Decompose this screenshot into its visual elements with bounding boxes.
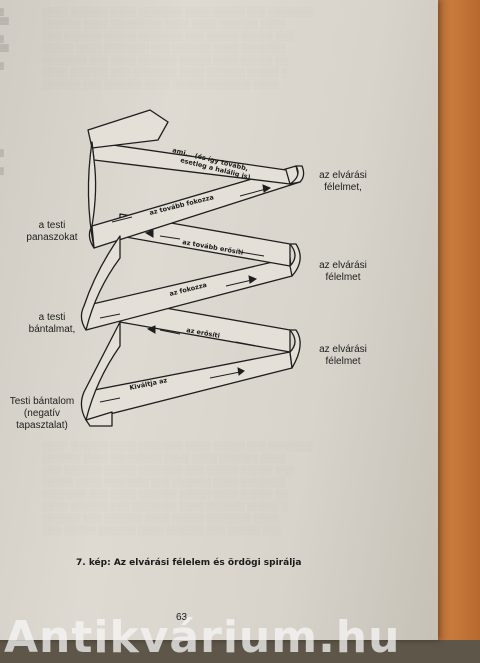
page-number: 63 [176,612,188,623]
adjacent-page-fragment: ▒▒▒▒▒▒▒▒▒▒▒▒▒▒ [0,9,9,70]
show-through-text-lower: ░░░░ ░░░░░░ ░░░░ ░░░░░░░ ░░░░ ░░░░░ ░░░ … [42,441,313,535]
spiral-arrow-head [87,109,169,149]
watermark: Antikvárium.hu [4,612,401,663]
right-label-3: az elvárási félelmet [319,344,367,367]
spiral-fold-left-2 [80,235,121,331]
spiral-fold-right-2 [289,243,301,277]
adjacent-page-fragment-2: ▒▒▒▒▒▒▒ [0,150,4,175]
left-label-1: a testi panaszokat [26,220,78,243]
spiral-fold-left-3 [87,141,97,249]
right-label-1: az elvárási félelmet, [319,170,367,193]
show-through-text: ░░░░ ░░░░░░ ░░░░ ░░░░░░░ ░░░░ ░░░░░ ░░░ … [42,7,313,89]
figure-caption: 7. kép: Az elvárási félelem és ördögi sp… [76,558,302,568]
spiral-band-1 [83,351,293,421]
spiral-fold-left-1 [80,321,121,421]
right-label-2: az elvárási félelmet [319,260,367,283]
left-label-3: Testi bántalom (negatív tapasztalat) [9,396,75,431]
spiral-tail [85,411,113,427]
left-label-2: a testi bántalmat, [28,312,76,335]
spiral-fold-right-1 [289,329,301,369]
wooden-background [432,0,480,640]
spiral-fold-right-3 [289,165,305,185]
spiral-diagram: ami... (és így tovább, esetleg a halálig… [80,109,305,427]
